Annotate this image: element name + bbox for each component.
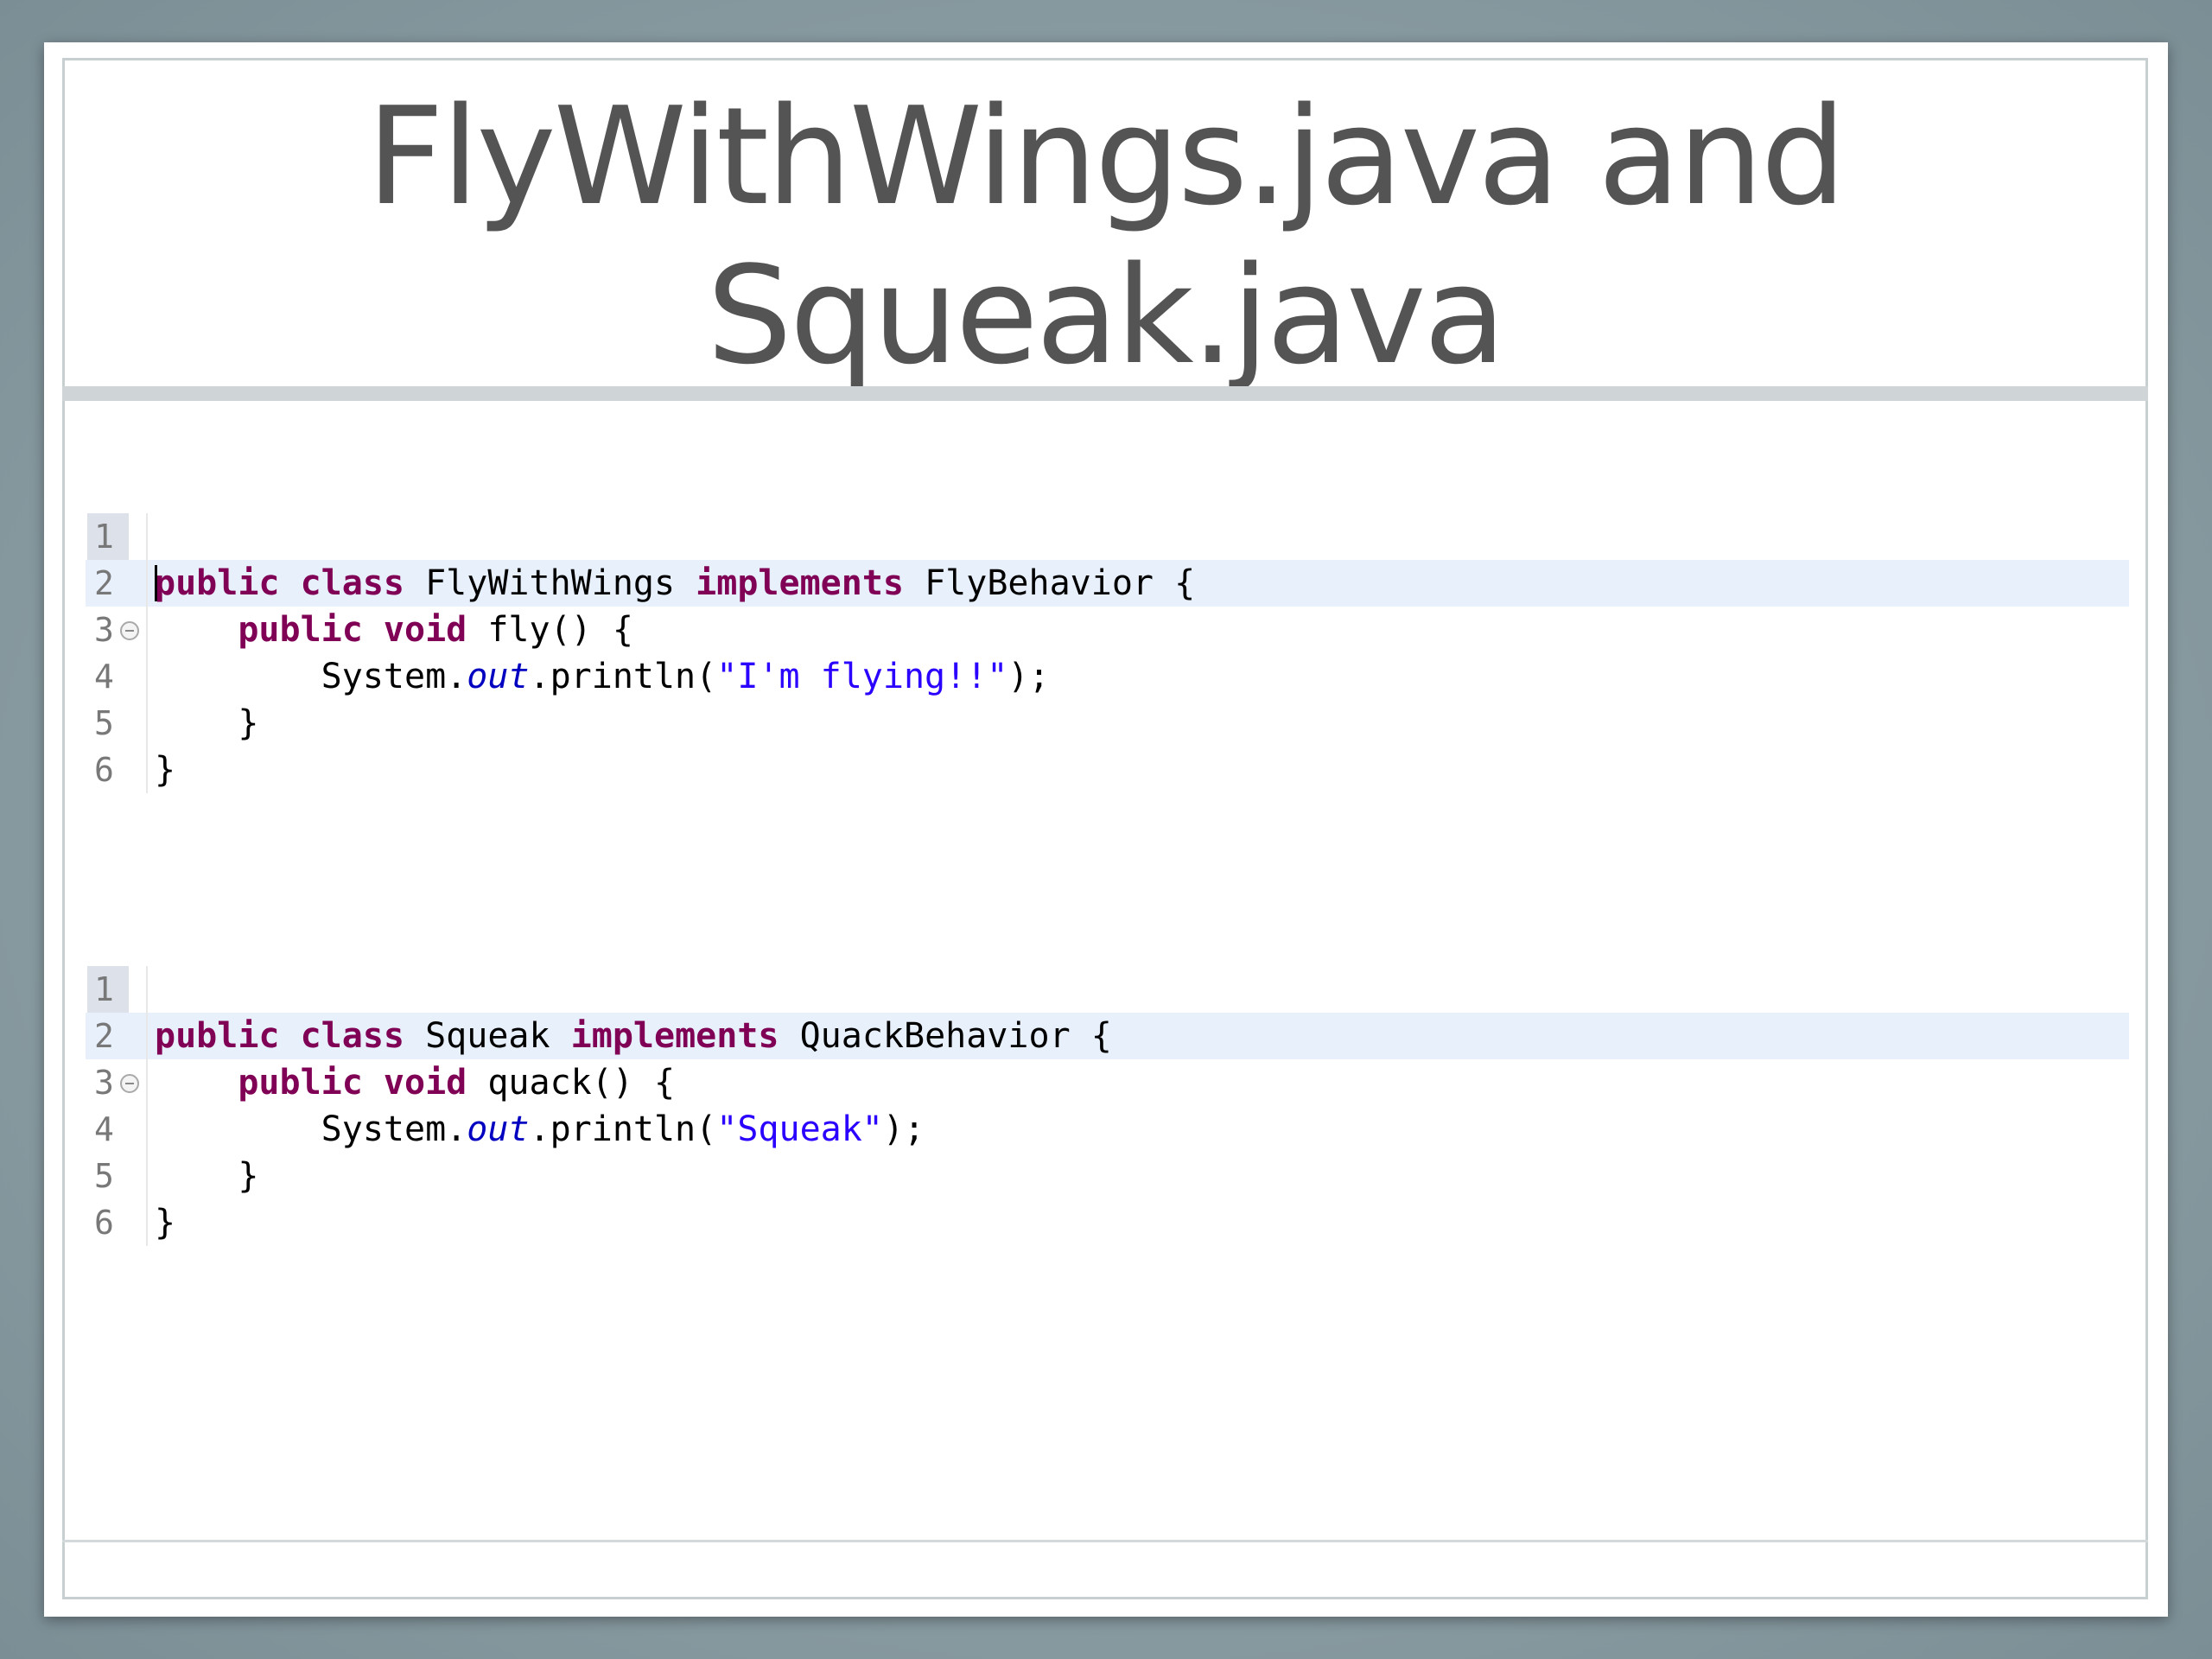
line-number: 3 [94, 1064, 114, 1102]
code-token [155, 1063, 238, 1103]
line-gutter: 4 [86, 1106, 148, 1153]
code-token: } [155, 703, 259, 743]
code-string: "I'm flying!!" [716, 657, 1008, 696]
code-token [363, 1063, 384, 1103]
code-field: out [467, 1109, 530, 1149]
code-token: QuackBehavior { [779, 1016, 1112, 1056]
line-number: 5 [94, 704, 114, 742]
code-text: public void quack() { [155, 1059, 675, 1106]
line-number: 1 [87, 513, 129, 560]
line-number: 3 [94, 611, 114, 649]
code-token: System. [155, 1109, 467, 1149]
code-token: System. [155, 657, 467, 696]
code-text: System.out.println("Squeak"); [155, 1106, 925, 1153]
code-text: System.out.println("I'm flying!!"); [155, 653, 1050, 700]
line-number: 4 [94, 1110, 114, 1148]
title-divider [62, 386, 2148, 401]
code-keyword: class [300, 1016, 405, 1056]
line-gutter: 2 [86, 1013, 148, 1059]
code-keyword: public [155, 1016, 280, 1056]
code-token: Squeak [404, 1016, 571, 1056]
code-token: .println( [529, 657, 717, 696]
code-token: FlyWithWings [404, 563, 696, 603]
code-line[interactable]: 4 System.out.println("I'm flying!!"); [86, 653, 2129, 700]
slide-title-line-2: Squeak.java [706, 237, 1506, 394]
code-text: public class Squeak implements QuackBeha… [155, 1013, 1112, 1059]
slide: FlyWithWings.java and Squeak.java 1 2 publ… [44, 42, 2168, 1617]
code-text: } [155, 747, 175, 793]
line-number: 6 [94, 1204, 114, 1242]
code-line[interactable]: 2 public class FlyWithWings implements Fl… [86, 560, 2129, 607]
code-line[interactable]: 3 public void quack() { [86, 1059, 2129, 1106]
code-string: "Squeak" [716, 1109, 883, 1149]
line-number: 4 [94, 658, 114, 696]
line-gutter: 5 [86, 1153, 148, 1199]
code-keyword: implements [696, 563, 904, 603]
code-text: } [155, 1153, 258, 1199]
code-line[interactable]: 1 [86, 513, 2129, 560]
code-token: } [155, 1203, 176, 1243]
line-gutter: 2 [86, 560, 148, 607]
code-token: ); [1007, 657, 1050, 696]
code-line[interactable]: 2 public class Squeak implements QuackBeh… [86, 1013, 2129, 1059]
code-token: .println( [529, 1109, 717, 1149]
line-gutter: 4 [86, 653, 148, 700]
line-gutter: 3 [86, 607, 148, 653]
code-token [280, 563, 301, 603]
code-keyword: void [383, 1063, 467, 1103]
line-gutter: 6 [86, 1199, 148, 1246]
code-keyword: public [238, 1063, 363, 1103]
line-number: 5 [94, 1157, 114, 1195]
text-caret [155, 565, 157, 601]
code-text: } [155, 1199, 175, 1246]
code-keyword: implements [570, 1016, 779, 1056]
code-token: } [155, 1156, 259, 1196]
slide-frame [62, 58, 2148, 1599]
code-token: fly() { [467, 610, 633, 650]
code-line[interactable]: 6} [86, 1199, 2129, 1246]
code-text: } [155, 700, 258, 747]
code-token [363, 610, 384, 650]
line-number: 6 [94, 751, 114, 789]
code-block-flywithwings: 1 2 public class FlyWithWings implements F… [86, 513, 2129, 793]
line-number: 2 [94, 1017, 114, 1055]
code-keyword: void [383, 610, 467, 650]
line-number: 1 [87, 966, 129, 1013]
code-token: } [155, 750, 176, 790]
line-gutter: 5 [86, 700, 148, 747]
code-line[interactable]: 6} [86, 747, 2129, 793]
code-token [280, 1016, 301, 1056]
code-line[interactable]: 1 [86, 966, 2129, 1013]
code-keyword: public [238, 610, 363, 650]
code-text: public void fly() { [155, 607, 633, 653]
line-gutter: 1 [86, 966, 148, 1013]
code-line[interactable]: 3 public void fly() { [86, 607, 2129, 653]
code-token: quack() { [467, 1063, 676, 1103]
code-token: ); [882, 1109, 925, 1149]
collapse-fold-icon[interactable] [120, 621, 139, 640]
code-token [155, 610, 238, 650]
code-text: public class FlyWithWings implements Fly… [155, 560, 1195, 607]
line-gutter: 3 [86, 1059, 148, 1106]
line-gutter: 6 [86, 747, 148, 793]
code-keyword: class [300, 563, 405, 603]
line-gutter: 1 [86, 513, 148, 560]
footer-divider [62, 1540, 2148, 1542]
code-keyword: public [155, 563, 280, 603]
code-line[interactable]: 5 } [86, 700, 2129, 747]
collapse-fold-icon[interactable] [120, 1074, 139, 1093]
code-block-squeak: 1 2 public class Squeak implements QuackBe… [86, 966, 2129, 1246]
code-line[interactable]: 4 System.out.println("Squeak"); [86, 1106, 2129, 1153]
slide-title-line-1: FlyWithWings.java and [366, 78, 1846, 235]
code-line[interactable]: 5 } [86, 1153, 2129, 1199]
slide-title: FlyWithWings.java and Squeak.java [62, 77, 2148, 395]
code-field: out [467, 657, 530, 696]
code-token: FlyBehavior { [904, 563, 1196, 603]
line-number: 2 [94, 564, 114, 602]
